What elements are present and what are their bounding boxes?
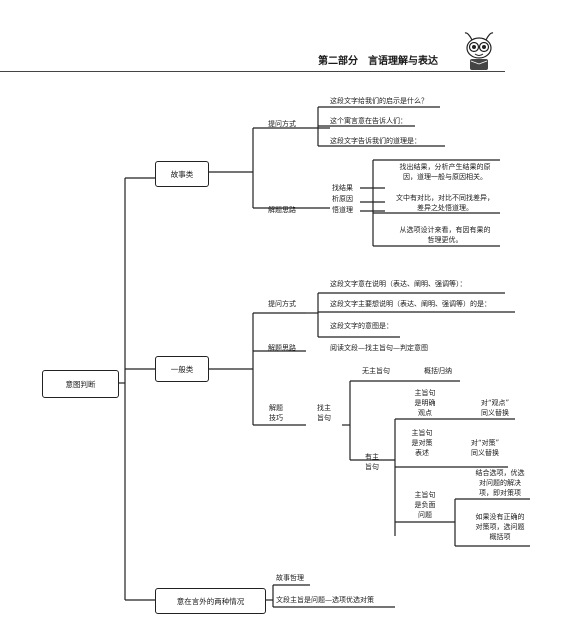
general-solve-flow: 阅读文段—找主旨句—判定意图 xyxy=(330,344,428,352)
story-step-1: 找结果 xyxy=(332,184,353,192)
header-rule xyxy=(0,71,505,72)
general-find-topic: 找主 旨句 xyxy=(317,404,331,422)
story-tip-3: 从选项设计来看，有因有果的 哲理更优。 xyxy=(399,226,491,244)
category-general: 一般类 xyxy=(155,356,209,382)
implied-item-2: 文段主旨是问题—选项优选对策 xyxy=(276,596,374,604)
page-header: 第二部分 言语理解与表达 xyxy=(0,0,571,80)
category-story: 故事类 xyxy=(155,161,209,187)
story-ask-item-2: 这个寓言意在告诉人们： xyxy=(330,117,407,125)
story-tip-1: 找出结果，分析产生结果的原 因，道理一般与原因相关。 xyxy=(399,163,491,181)
category-implied: 意在言外的两种情况 xyxy=(155,588,266,614)
story-ask-item-1: 这段文字给我们的启示是什么？ xyxy=(330,97,428,105)
implied-item-1: 故事哲理 xyxy=(276,574,304,582)
general-ask-item-3: 这段文字的意图是： xyxy=(330,322,393,330)
header-title: 第二部分 言语理解与表达 xyxy=(318,56,438,67)
mascot-icon xyxy=(464,32,494,70)
branch-problem-action-a: 结合选项，优选 对问题的解决 项，即对策项 xyxy=(475,469,525,497)
story-ask-item-3: 这段文字告诉我们的道理是： xyxy=(330,137,421,145)
story-step-3: 悟道理 xyxy=(332,206,353,214)
branch-opinion-cond: 主旨句 是明确 观点 xyxy=(414,389,436,417)
branch-opinion-action: 对“观点” 同义替换 xyxy=(480,399,510,417)
general-ask-item-1: 这段文字意在说明（表达、阐明、强调等）： xyxy=(330,280,467,288)
story-solve-label: 解题思路 xyxy=(268,206,296,214)
story-ask-label: 提问方式 xyxy=(268,120,296,128)
general-ask-label: 提问方式 xyxy=(268,300,296,308)
story-step-2: 析原因 xyxy=(332,195,353,203)
branch-problem-action-b: 如果没有正确的 对策项，选问题 概括项 xyxy=(475,513,525,541)
has-topic-label: 有主 旨句 xyxy=(365,453,379,471)
no-topic-label: 无主旨句 xyxy=(362,367,390,375)
general-skill-label: 解题 技巧 xyxy=(269,404,283,422)
branch-problem-cond: 主旨句 是负面 问题 xyxy=(414,491,436,519)
root-node: 意图判断 xyxy=(42,370,119,398)
branch-measure-cond: 主旨句 是对策 表述 xyxy=(411,429,433,457)
branch-measure-action: 对“对策” 同义替换 xyxy=(470,439,500,457)
no-topic-action: 概括归纳 xyxy=(424,367,452,375)
general-ask-item-2: 这段文字主要想说明（表达、阐明、强调等）的是： xyxy=(330,300,491,308)
story-tip-2: 文中有对比，对比不同找差异， 差异之处悟道理。 xyxy=(396,194,494,212)
general-solve-label: 解题思路 xyxy=(268,344,296,352)
